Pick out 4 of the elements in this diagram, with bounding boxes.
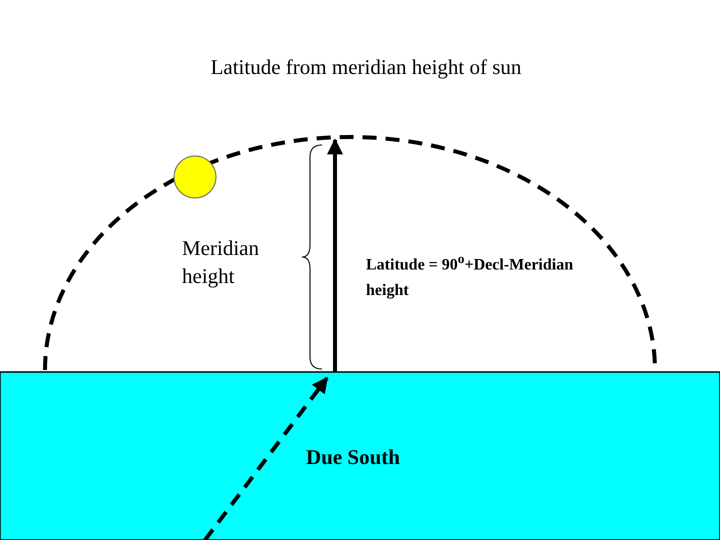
direction-label: Due South [306,445,400,470]
formula-text: Latitude = 90$^{o}$+Decl-Meridian height [366,250,574,302]
title: Latitude from meridian height of sun [210,55,522,80]
measure-label: Meridian height [182,235,260,290]
